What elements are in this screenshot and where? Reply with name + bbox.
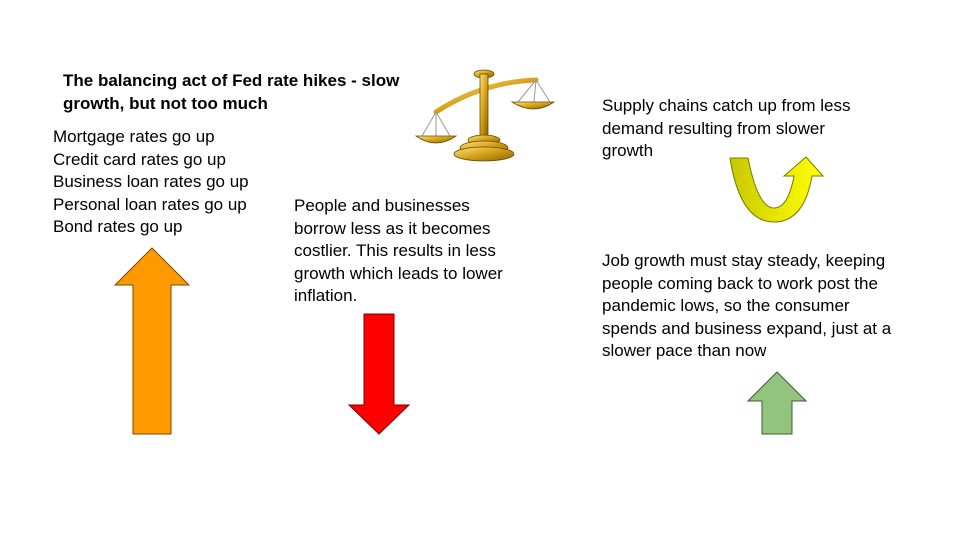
slide-title: The balancing act of Fed rate hikes - sl… (63, 71, 400, 113)
rate-item: Business loan rates go up (53, 172, 249, 191)
rate-item: Personal loan rates go up (53, 194, 247, 214)
rate-item: Credit card rates go up (53, 149, 226, 169)
rate-item: Bond rates go up (53, 217, 183, 236)
rate-item: Mortgage rates go up (53, 127, 215, 146)
rate-list: Mortgage rates go up Credit card rates g… (53, 126, 293, 239)
arrow-down-icon (347, 313, 411, 435)
supply-paragraph: Supply chains catch up from less demand … (602, 96, 851, 160)
scales-of-justice-icon (414, 69, 556, 162)
borrow-paragraph: People and businesses borrow less as it … (294, 196, 503, 305)
arrow-up-icon (113, 247, 191, 435)
arrow-up-icon (746, 371, 808, 435)
u-turn-arrow-icon (729, 156, 825, 223)
job-paragraph: Job growth must stay steady, keeping peo… (602, 251, 892, 360)
